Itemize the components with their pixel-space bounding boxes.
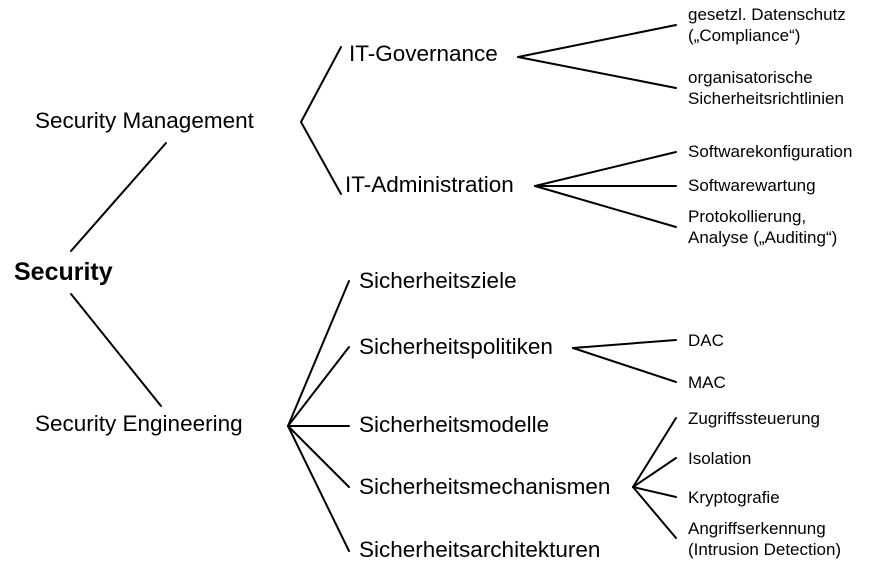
node-organisatorische-sicherheitsrichtlinien[interactable]: organisatorische Sicherheitsrichtlinien [688,68,844,108]
edge-engineering-to-goals [287,280,350,427]
edge-engineering-to-policies [287,346,350,427]
node-it-administration[interactable]: IT-Administration [345,172,514,197]
node-sicherheitsmechanismen[interactable]: Sicherheitsmechanismen [359,474,611,499]
edge-security-to-management [70,142,167,252]
node-softwarekonfiguration[interactable]: Softwarekonfiguration [688,142,853,161]
edge-policies-to-dac [572,339,677,349]
node-mac[interactable]: MAC [688,373,726,392]
node-sicherheitsziele[interactable]: Sicherheitsziele [359,268,517,293]
edge-governance-to-compliance [517,24,677,58]
node-dac[interactable]: DAC [688,331,724,350]
node-angriffserkennung-intrusion-detection[interactable]: Angriffserkennung (Intrusion Detection) [688,519,842,559]
edge-mechanisms-to-isolation [632,457,677,488]
node-isolation[interactable]: Isolation [688,449,752,468]
node-it-governance[interactable]: IT-Governance [349,41,498,66]
node-kryptografie[interactable]: Kryptografie [688,488,780,507]
node-sicherheitsmodelle[interactable]: Sicherheitsmodelle [359,412,550,437]
node-security-engineering[interactable]: Security Engineering [35,411,243,436]
node-protokollierung-analyse-auditing[interactable]: Protokollierung, Analyse („Auditing“) [688,207,838,247]
edge-management-to-administration [300,121,342,195]
edge-management-to-governance [300,46,342,123]
edge-administration-to-swconfig [534,151,677,187]
edge-engineering-to-mechanisms [287,425,350,488]
node-security[interactable]: Security [14,258,113,286]
node-security-management[interactable]: Security Management [35,108,254,133]
node-sicherheitspolitiken[interactable]: Sicherheitspolitiken [359,334,553,359]
edge-mechanisms-to-cryptography [632,486,677,498]
node-gesetzl-datenschutz-compliance[interactable]: gesetzl. Datenschutz („Compliance“) [688,5,846,45]
edge-engineering-to-architectures [287,425,350,552]
edge-policies-to-mac [572,347,677,383]
node-softwarewartung[interactable]: Softwarewartung [688,176,816,195]
edge-mechanisms-to-accesscontrol [632,417,677,488]
edge-governance-to-guidelines [517,56,677,89]
node-sicherheitsarchitekturen[interactable]: Sicherheitsarchitekturen [359,537,601,562]
edge-security-to-engineering [70,293,162,407]
node-zugriffssteuerung[interactable]: Zugriffssteuerung [688,409,820,428]
edge-administration-to-auditing [534,185,677,228]
edge-mechanisms-to-intrusiondetection [632,486,677,539]
